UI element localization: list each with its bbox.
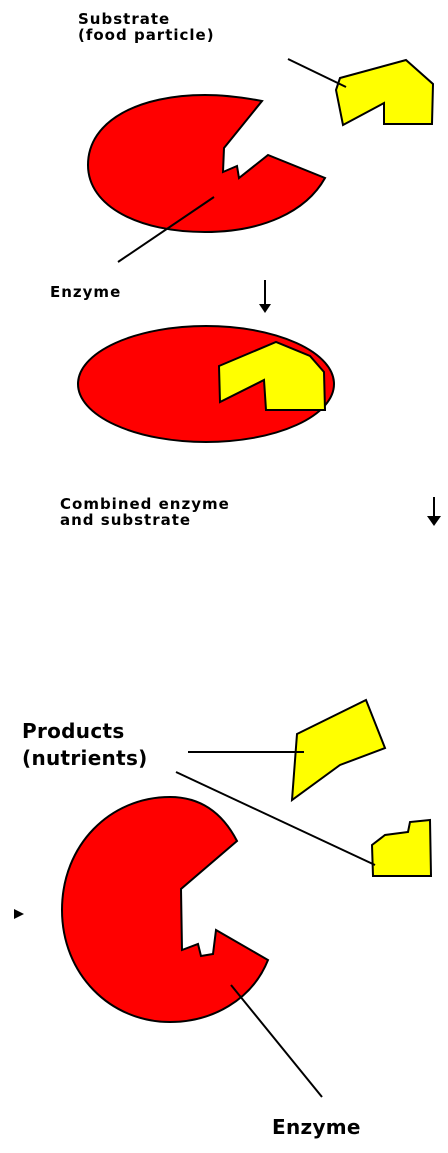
enzyme-bottom — [62, 797, 268, 1022]
enzyme-top — [88, 95, 325, 232]
enzyme-pointer-line-bottom — [231, 985, 322, 1097]
substrate-pointer-line — [288, 59, 346, 87]
products-label-line2: (nutrients) — [22, 745, 148, 772]
substrate-label-line2: (food particle) — [78, 28, 215, 44]
enzyme-label-bottom: Enzyme — [272, 1117, 361, 1138]
combined-label: Combined enzyme and substrate — [60, 497, 230, 529]
down-arrow-1 — [259, 280, 271, 313]
combined-label-line2: and substrate — [60, 513, 230, 529]
down-arrow-2 — [427, 497, 441, 526]
left-arrowhead — [14, 909, 24, 919]
enzyme-label-top: Enzyme — [50, 285, 121, 301]
substrate-top — [336, 60, 433, 125]
products-label: Products (nutrients) — [22, 718, 148, 772]
product-small — [372, 820, 431, 876]
products-label-line1: Products — [22, 718, 148, 745]
substrate-label: Substrate (food particle) — [78, 12, 215, 44]
product-large — [292, 700, 385, 800]
